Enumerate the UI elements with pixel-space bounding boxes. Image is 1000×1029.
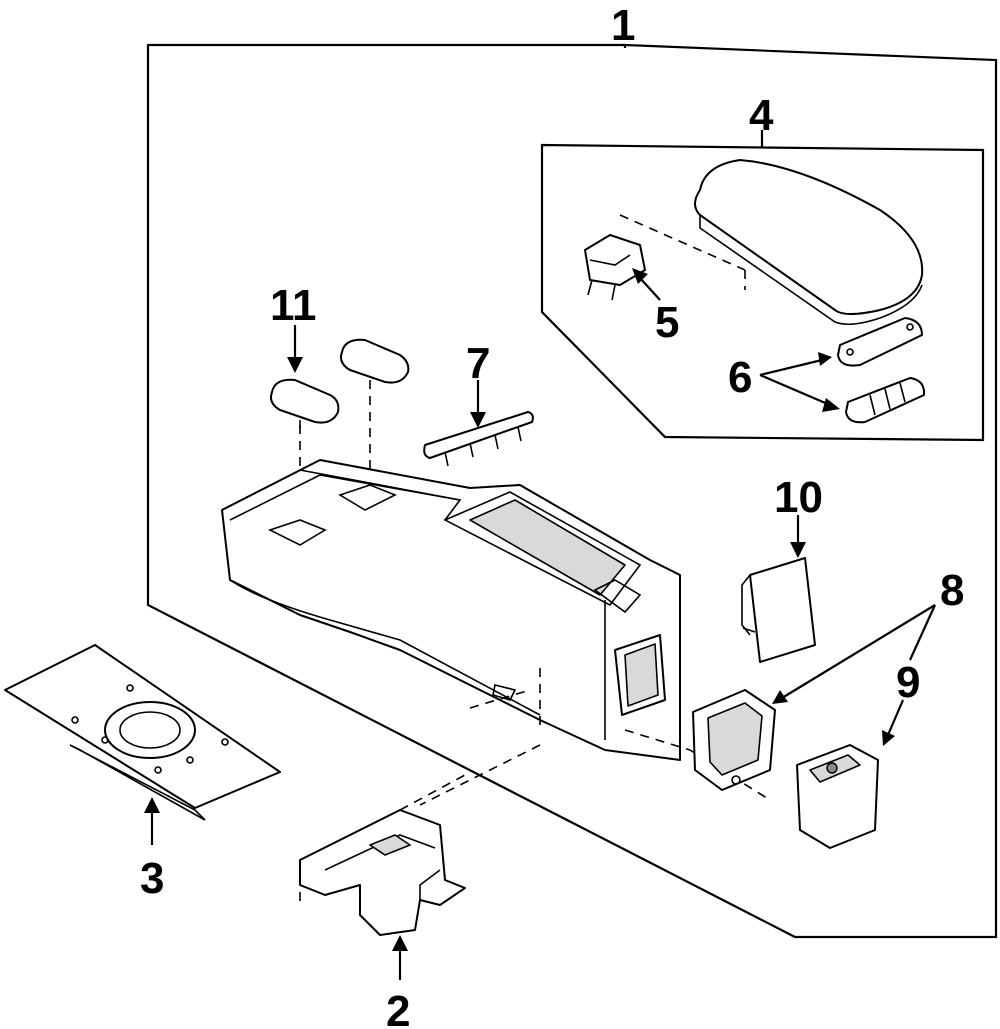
knob-left-part [270,378,340,428]
callout-8: 8 [940,566,964,615]
lock-cylinder-part [845,377,926,424]
knob-right-part [340,338,410,384]
hinge-part [584,234,646,301]
floor-plate-part [4,644,281,821]
callout-9: 9 [896,658,920,707]
callout-4: 4 [749,91,774,140]
callout-2: 2 [386,987,410,1029]
callout-6: 6 [728,353,752,402]
cover-plate-part [741,557,816,663]
callout-3: 3 [140,854,164,903]
ashtray-housing-part [692,689,776,791]
assembly-outline [146,43,998,939]
console-body [221,459,771,806]
callout-7: 7 [466,339,490,388]
callout-11: 11 [270,281,317,330]
callout-10: 10 [774,473,823,522]
callout-1: 1 [611,1,635,50]
bracket-part [299,774,466,936]
armrest-subassembly-outline [540,143,985,442]
ashtray-part [796,744,879,849]
latch-part [837,317,923,367]
leader-lines [144,130,937,980]
armrest-lid [619,159,924,326]
trim-strip-part [423,411,534,467]
callout-5: 5 [655,298,679,347]
